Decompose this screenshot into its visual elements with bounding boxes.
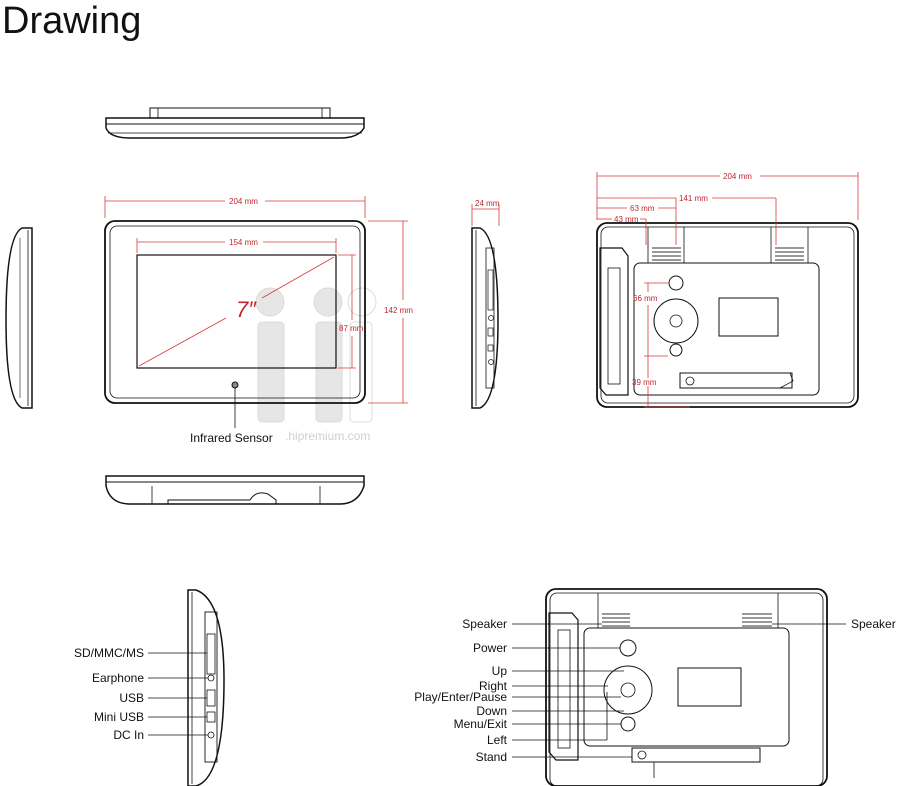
label-play: Play/Enter/Pause (414, 690, 507, 704)
back-speaker-grills (652, 247, 804, 261)
play-button-icon (620, 682, 636, 698)
back-dimensions (596, 172, 859, 408)
port-label-mini-usb: Mini USB (94, 710, 144, 724)
label-menu: Menu/Exit (454, 717, 508, 731)
infrared-sensor-label: Infrared Sensor (190, 431, 273, 445)
back-view (596, 222, 859, 408)
side-dimension (471, 204, 500, 226)
side-depth-label: 24 mm (475, 199, 500, 208)
controls-speaker-grills (602, 613, 772, 627)
front-width-label: 204 mm (229, 197, 258, 206)
label-speaker-right: Speaker (851, 617, 896, 631)
label-speaker-left: Speaker (462, 617, 507, 631)
top-view (105, 107, 365, 139)
port-label-dc-in: DC In (113, 728, 144, 742)
front-dimensions (104, 196, 408, 404)
controls-back-view (545, 588, 828, 786)
back-63-label: 63 mm (630, 204, 655, 213)
dpad-icon (603, 665, 653, 715)
back-width-label: 204 mm (723, 172, 752, 181)
back-141-label: 141 mm (679, 194, 708, 203)
label-right: Right (479, 679, 508, 693)
right-side-view (471, 227, 499, 409)
port-label-earphone: Earphone (92, 671, 144, 685)
menu-icon (620, 716, 636, 732)
control-leaders (512, 623, 846, 758)
label-down: Down (476, 704, 507, 718)
label-power: Power (473, 641, 507, 655)
infrared-sensor-icon (231, 381, 239, 389)
power-icon (619, 639, 637, 657)
label-left: Left (487, 733, 508, 747)
back-66-label: 66 mm (633, 294, 658, 303)
page-title: Drawing (2, 0, 142, 42)
watermark-logo (255, 287, 377, 423)
label-up: Up (492, 664, 508, 678)
label-stand: Stand (476, 750, 507, 764)
left-side-view (5, 227, 33, 409)
port-label-sd: SD/MMC/MS (74, 646, 144, 660)
screen-height-label: 87 mm (339, 324, 364, 333)
port-label-usb: USB (119, 691, 144, 705)
back-39-label: 39 mm (632, 378, 657, 387)
bottom-view (105, 475, 365, 505)
front-height-label: 142 mm (384, 306, 413, 315)
watermark-text: .hipremium.com (285, 429, 370, 443)
port-leaders (148, 652, 208, 736)
screen-width-label: 154 mm (229, 238, 258, 247)
ports-side-view (187, 589, 225, 786)
back-43-label: 43 mm (614, 215, 639, 224)
screen-size-label: 7″ (236, 297, 257, 322)
